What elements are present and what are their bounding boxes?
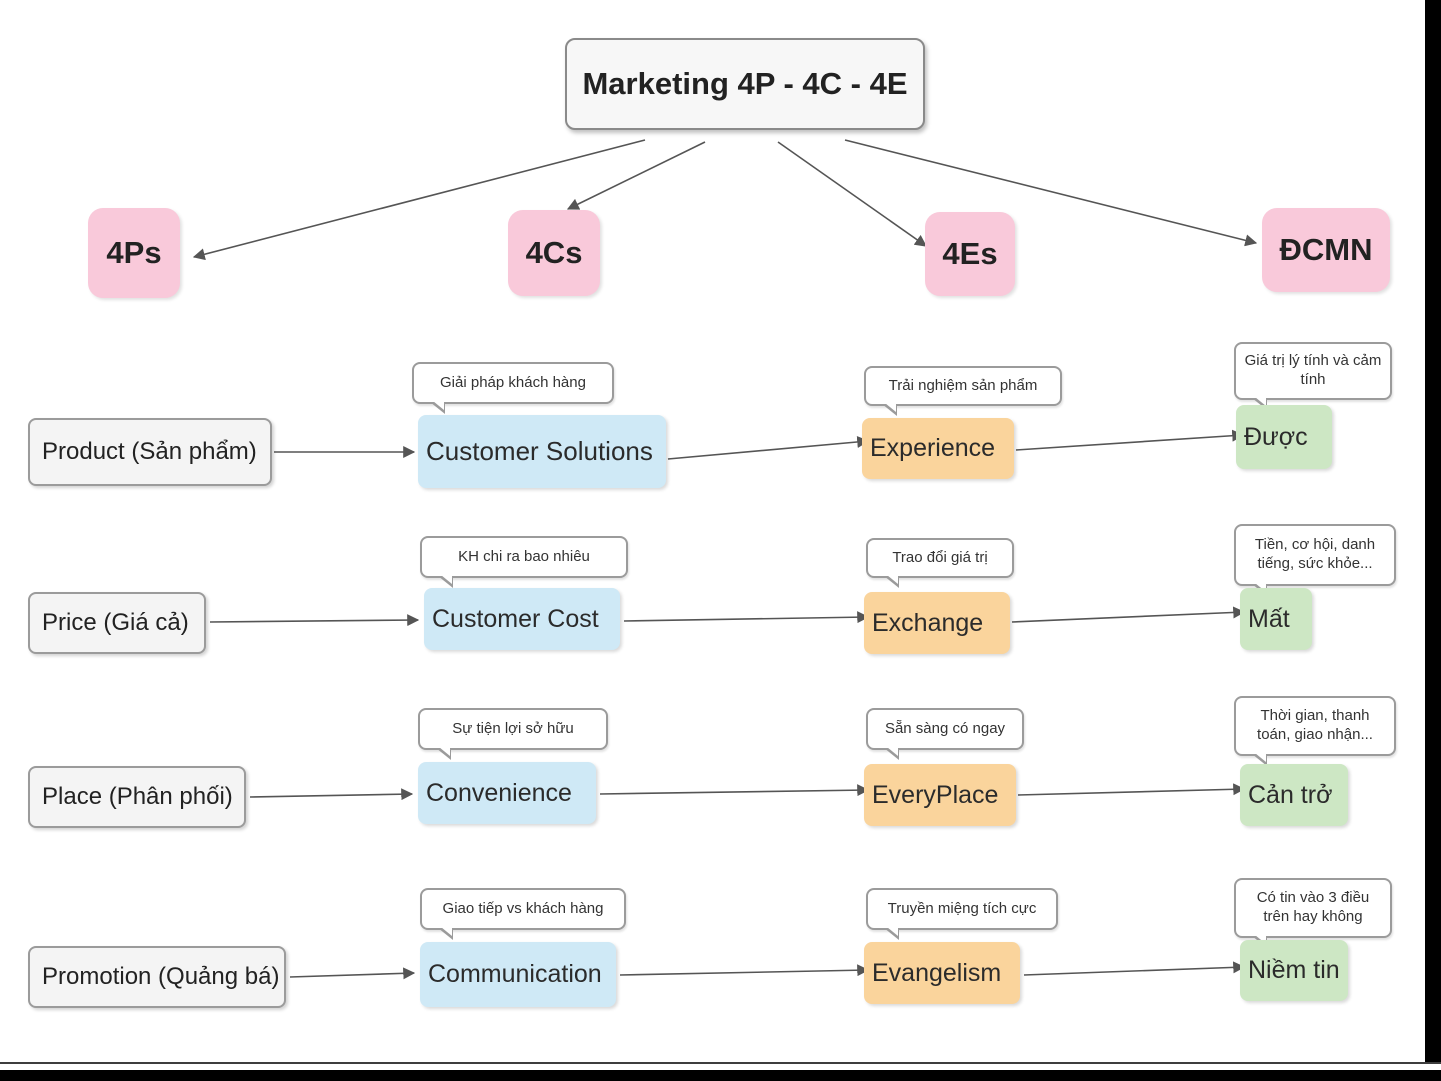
- everyplace-callout: Sẵn sàng có ngay: [866, 708, 1024, 760]
- column-4ps: 4Ps: [88, 208, 180, 298]
- arrow-evangelism-to-niemtin: [1023, 961, 1246, 976]
- cantro-callout: Thời gian, thanh toán, giao nhận...: [1234, 696, 1396, 766]
- column-dcmn: ĐCMN: [1262, 208, 1390, 292]
- arrow-convenience-to-everyplace: [599, 784, 870, 797]
- arrow-experience-to-duoc: [1015, 429, 1245, 451]
- place-box: Place (Phân phối): [28, 766, 246, 828]
- customer-cost-callout: KH chi ra bao nhiêu: [420, 536, 628, 588]
- bottom-edge-bar: [0, 1070, 1441, 1081]
- price-box: Price (Giá cả): [28, 592, 206, 654]
- communication-callout: Giao tiếp vs khách hàng: [420, 888, 626, 940]
- everyplace-box: EveryPlace: [864, 764, 1016, 826]
- mat-box: Mất: [1240, 588, 1312, 650]
- promotion-box: Promotion (Quảng bá): [28, 946, 286, 1008]
- customer-solutions-callout: Giải pháp khách hàng: [412, 362, 614, 414]
- arrow-title-to-4cs: [566, 141, 706, 210]
- arrow-promotion-to-communication: [289, 967, 416, 980]
- evangelism-callout: Truyền miệng tích cực: [866, 888, 1058, 940]
- arrow-place-to-convenience: [249, 788, 414, 801]
- arrow-title-to-4es: [777, 141, 927, 247]
- product-box: Product (Sản phẩm): [28, 418, 272, 486]
- convenience-callout: Sự tiện lợi sở hữu: [418, 708, 608, 760]
- experience-box: Experience: [862, 418, 1014, 479]
- duoc-box: Được: [1236, 405, 1332, 469]
- bottom-rule: [0, 1062, 1441, 1064]
- arrow-price-to-cost: [209, 614, 420, 627]
- customer-cost-box: Customer Cost: [424, 588, 620, 650]
- column-4es: 4Es: [925, 212, 1015, 296]
- arrow-cost-to-exchange: [623, 611, 870, 624]
- arrow-solutions-to-experience: [667, 435, 870, 460]
- exchange-box: Exchange: [864, 592, 1010, 654]
- cantro-box: Cản trở: [1240, 764, 1348, 826]
- column-4cs: 4Cs: [508, 210, 600, 296]
- experience-callout: Trải nghiệm sản phẩm: [864, 366, 1062, 416]
- convenience-box: Convenience: [418, 762, 596, 824]
- mat-callout: Tiền, cơ hội, danh tiếng, sức khỏe...: [1234, 524, 1396, 596]
- duoc-callout: Giá trị lý tính và cảm tính: [1234, 342, 1392, 410]
- arrow-communication-to-evangelism: [619, 964, 870, 977]
- arrow-title-to-dcmn: [844, 139, 1258, 247]
- arrow-everyplace-to-cantro: [1017, 783, 1246, 796]
- niemtin-callout: Có tin vào 3 điều trên hay không: [1234, 878, 1392, 948]
- evangelism-box: Evangelism: [864, 942, 1020, 1004]
- exchange-callout: Trao đổi giá trị: [866, 538, 1014, 588]
- right-edge-bar: [1425, 0, 1441, 1062]
- diagram-title: Marketing 4P - 4C - 4E: [565, 38, 925, 130]
- customer-solutions-box: Customer Solutions: [418, 415, 666, 488]
- communication-box: Communication: [420, 942, 616, 1007]
- arrow-exchange-to-mat: [1011, 606, 1246, 623]
- niemtin-box: Niềm tin: [1240, 940, 1348, 1001]
